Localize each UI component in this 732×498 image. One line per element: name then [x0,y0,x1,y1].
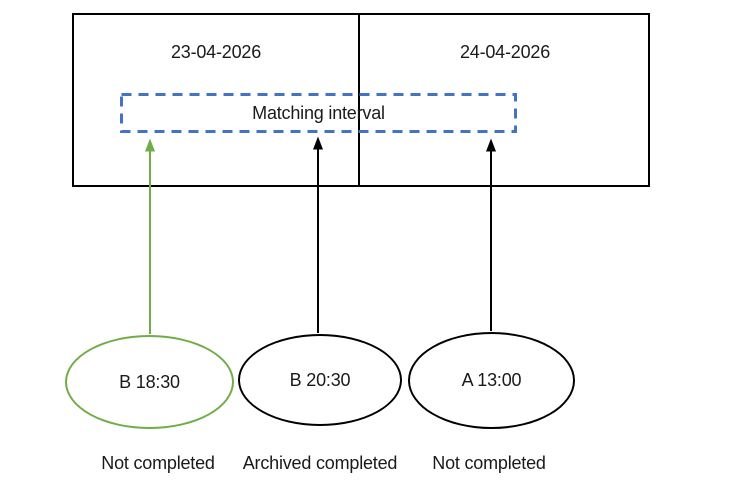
day-boxes-outline [72,13,650,187]
event-ellipse-3: A 13:00 [408,332,575,429]
event-time-label-1: B 18:30 [119,371,180,392]
day-date-label-right: 24-04-2026 [459,42,551,62]
event-time-label-2: B 20:30 [289,369,351,390]
event-ellipse-2: B 20:30 [238,334,402,426]
day-divider-line [358,13,360,187]
event-status-label-3: Not completed [432,453,546,473]
event-status-label-1: Not completed [101,453,215,473]
event-status-label-2: Archived completed [242,453,398,473]
matching-interval-label: Matching interval [252,103,385,123]
event-ellipse-1: B 18:30 [65,335,234,429]
day-date-label-left: 23-04-2026 [170,42,262,62]
event-time-label-3: A 13:00 [461,370,522,390]
